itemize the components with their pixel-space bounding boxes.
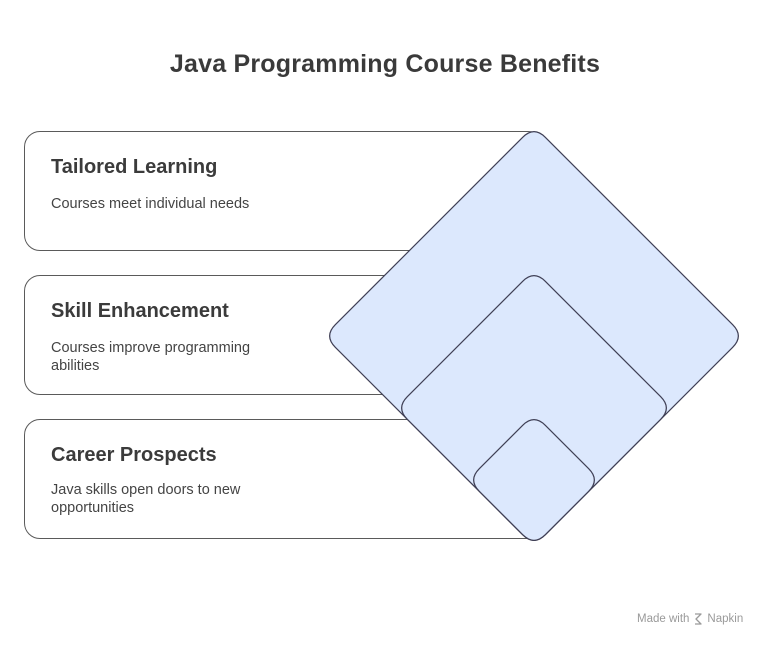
diagram-title: Java Programming Course Benefits xyxy=(169,50,601,78)
watermark-brand: Napkin xyxy=(707,613,744,625)
napkin-watermark: Made with Napkin xyxy=(637,613,743,625)
benefit-card-career-prospects: Career Prospects Java skills open doors … xyxy=(24,419,544,539)
card-heading: Tailored Learning xyxy=(51,156,218,178)
card-description: Java skills open doors to new opportunit… xyxy=(51,482,241,516)
card-description: Courses improve programming abilities xyxy=(51,340,251,374)
card-description: Courses meet individual needs xyxy=(51,196,250,212)
diamond-small xyxy=(473,419,595,541)
card-heading: Skill Enhancement xyxy=(51,300,229,322)
card-heading: Career Prospects xyxy=(51,444,217,466)
napkin-logo-icon xyxy=(695,613,703,625)
watermark-prefix: Made with xyxy=(637,613,690,625)
